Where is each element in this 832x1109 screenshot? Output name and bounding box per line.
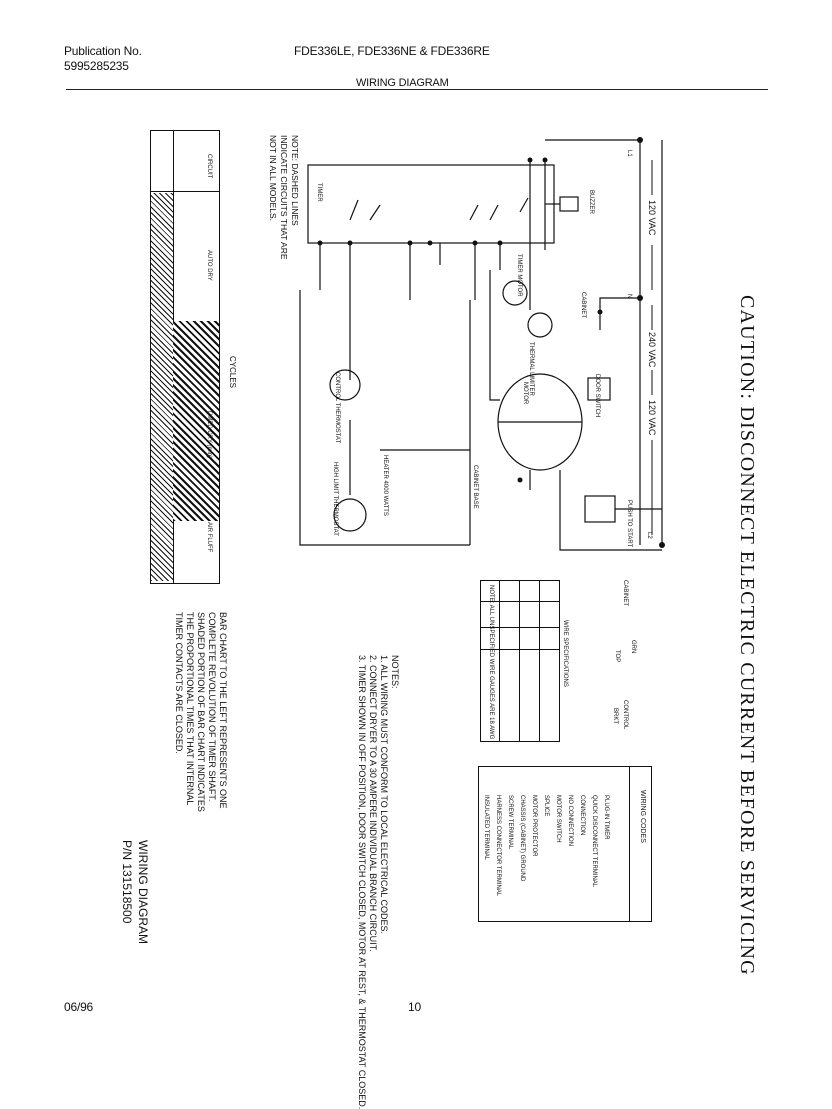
code-motor-switch: MOTOR SWITCH: [555, 795, 561, 843]
ground-label-brkt: BRKT: [612, 708, 618, 725]
high-limit-thermostat-label: HIGH LIMIT THERMOSTAT: [332, 462, 338, 536]
wiring-codes-table: [478, 766, 652, 922]
motor-label: MOTOR: [522, 382, 528, 405]
timer-motor-label: TIMER MOTOR: [516, 254, 522, 297]
wiring-codes-title: WIRING CODES: [639, 790, 646, 843]
control-thermostat-label: CONTROL THERMOSTAT: [334, 372, 340, 444]
wiring-schematic: [299, 137, 665, 551]
note-3: 3. TIMER SHOWN IN OFF POSITION, DOOR SWI…: [357, 655, 367, 1109]
footer-date: 06/96: [64, 1000, 94, 1014]
code-no-connection: NO CONNECTION: [567, 795, 573, 846]
cycles-title: CYCLES: [228, 356, 237, 389]
heater-label: HEATER 4000 WATTS: [382, 455, 388, 516]
ground-label-top: TOP: [614, 650, 620, 663]
publication-number: 5995285235: [64, 59, 129, 73]
code-harness-terminal: HARNESS CONNECTOR TERMINAL: [495, 795, 501, 897]
wire-specs-footnote: NOTE: ALL UNSPECIFIED WIRE GAUGES ARE 18…: [488, 585, 494, 740]
code-insulated-terminal: INSULATED TERMINAL: [483, 795, 489, 861]
code-connection: CONNECTION: [579, 795, 585, 836]
terminal-l2: L2: [646, 532, 652, 539]
wire-specs-table: [480, 580, 560, 742]
voltage-label-left: 120 VAC: [647, 200, 657, 236]
door-switch-label: DOOR SWITCH: [594, 374, 600, 418]
bar-chart-note: BAR CHART TO THE LEFT REPRESENTS ONE COM…: [173, 612, 228, 812]
wiring-codes-list: PLUG-IN TIMER QUICK DISCONNECT TERMINAL …: [480, 795, 612, 896]
timer-label: TIMER: [316, 183, 322, 202]
code-quick-disconnect: QUICK DISCONNECT TERMINAL: [591, 795, 597, 888]
voltage-label-middle: 240 VAC: [647, 332, 657, 368]
bar-note-line-3: SHADED PORTION OF BAR CHART INDICATES: [196, 612, 206, 812]
cabinet-label: CABINET: [580, 292, 586, 319]
cabinet-base-label: CABINET BASE: [472, 465, 478, 509]
publication-label: Publication No.: [64, 44, 142, 58]
bar-note-line-1: BAR CHART TO THE LEFT REPRESENTS ONE: [218, 612, 228, 809]
code-plug-in-timer: PLUG-IN TIMER: [603, 795, 609, 840]
wire-specs-title: WIRE SPECIFICATIONS: [562, 620, 568, 687]
buzzer-label: BUZZER: [588, 190, 594, 214]
page-title: WIRING DIAGRAM: [356, 77, 449, 89]
cycles-group-fluff: AIR FLUFF: [206, 522, 212, 553]
code-chassis-ground: CHASSIS (CABINET) GROUND: [519, 795, 525, 882]
thermal-limiter-label: THERMAL LIMITER: [528, 342, 534, 396]
code-motor-protector: MOTOR PROTECTOR: [531, 795, 537, 857]
model-numbers: FDE336LE, FDE336NE & FDE336RE: [294, 44, 490, 58]
cycles-group-timed: TIMED DRY (min): [206, 410, 212, 459]
diagram-label: WIRING DIAGRAM: [136, 840, 150, 944]
cycles-group-auto: AUTO DRY: [206, 250, 212, 281]
push-to-start-label: PUSH TO START: [626, 500, 632, 548]
cycles-table: [150, 130, 220, 584]
part-number: P/N 131518500: [120, 840, 134, 924]
notes-title: NOTES:: [390, 655, 400, 689]
ground-label-cabinet: CABINET: [622, 580, 628, 607]
voltage-label-right: 120 VAC: [647, 400, 657, 436]
note-2: 2. CONNECT DRYER TO A 30 AMPERE INDIVIDU…: [368, 655, 378, 952]
terminal-l1: L1: [626, 150, 632, 157]
header-rule: [66, 89, 768, 90]
ground-label-control: CONTROL: [622, 700, 628, 730]
terminal-n: N: [626, 294, 632, 299]
code-splice: SPLICE: [543, 795, 549, 817]
ground-label-grn: GRN: [630, 640, 636, 654]
code-screw-terminal: SCREW TERMINAL: [507, 795, 513, 850]
page-number: 10: [408, 1000, 421, 1014]
dashed-lines-note: NOTE: DASHED LINES INDICATE CIRCUITS THA…: [268, 135, 300, 260]
notes-block: NOTES: 1. ALL WIRING MUST CONFORM TO LOC…: [356, 655, 400, 1109]
bar-note-line-5: TIMER CONTACTS ARE CLOSED.: [174, 612, 184, 754]
bar-note-line-4: THE PROPORTIONAL TIMES THAT INTERNAL: [185, 612, 195, 806]
note-1: 1. ALL WIRING MUST CONFORM TO LOCAL ELEC…: [379, 655, 389, 935]
cycles-col-circuit: CIRCUIT: [206, 154, 212, 179]
bar-note-line-2: COMPLETE REVOLUTION OF TIMER SHAFT.: [207, 612, 217, 802]
